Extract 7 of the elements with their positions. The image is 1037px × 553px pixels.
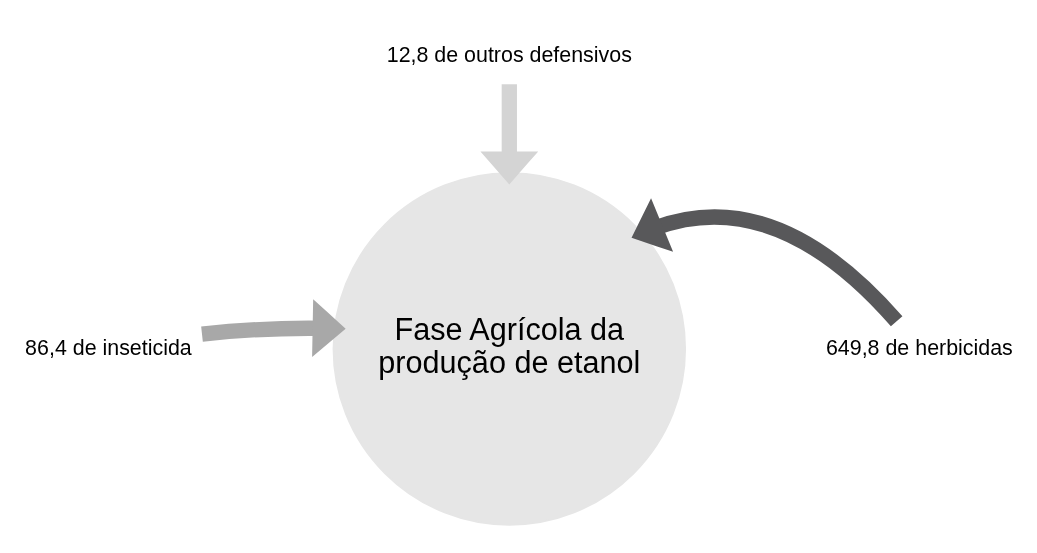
node-circle: Fase Agrícola da produção de etanol [332,171,687,526]
node-text: 12,8 de outros defensivos [386,42,632,67]
arrow [480,83,539,184]
node-text: 649,8 de herbicidas [825,335,1013,360]
arrow [201,298,346,357]
arrow [631,197,903,326]
node-text: 86,4 de inseticida [25,335,192,360]
